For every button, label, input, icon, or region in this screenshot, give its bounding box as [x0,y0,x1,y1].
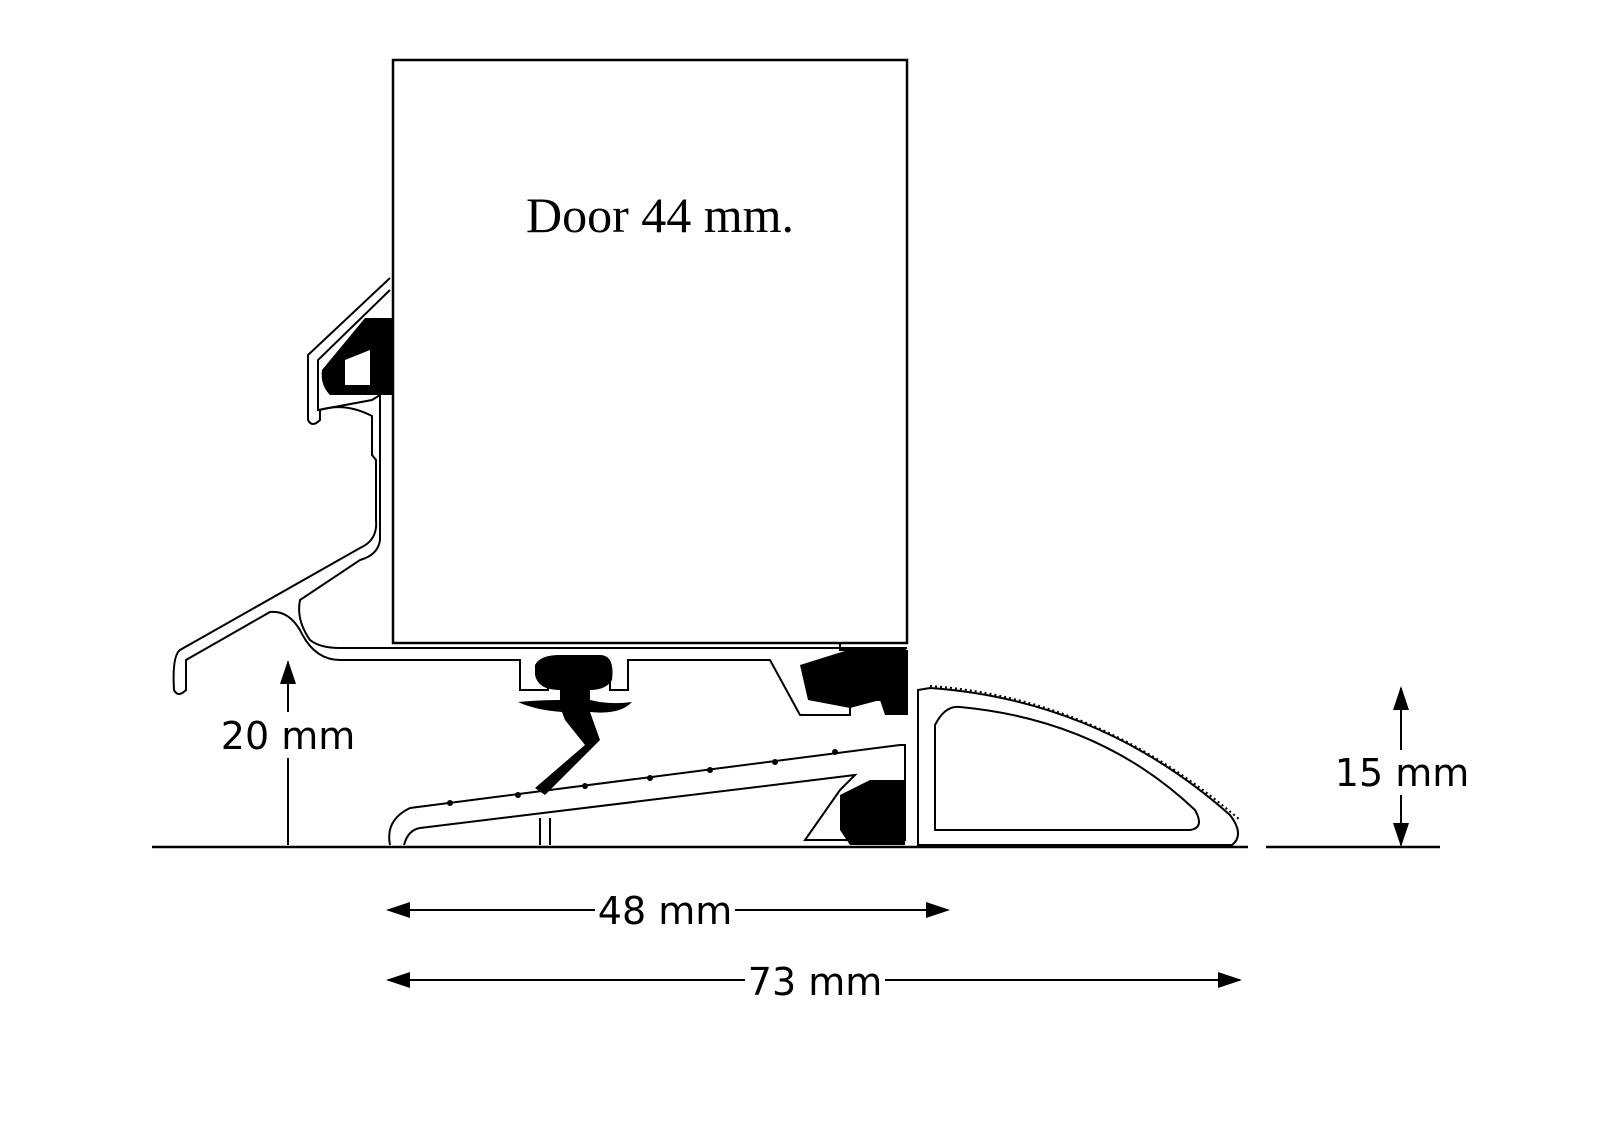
door-label: Door 44 mm. [526,187,794,243]
threshold-ramp [388,744,906,846]
bottom-seal-insert [800,650,908,715]
dimension-15mm-label: 15 mm [1335,751,1469,795]
door-bottom-profile [172,277,908,716]
dimension-20mm-label: 20 mm [221,714,355,758]
door-leaf [391,58,909,645]
dimension-48mm-label: 48 mm [598,889,732,933]
dimension-73mm-label: 73 mm [748,960,882,1004]
top-seal-insert [321,318,392,395]
rubber-seal [518,655,632,795]
threshold-outer-ramp [917,685,1241,846]
